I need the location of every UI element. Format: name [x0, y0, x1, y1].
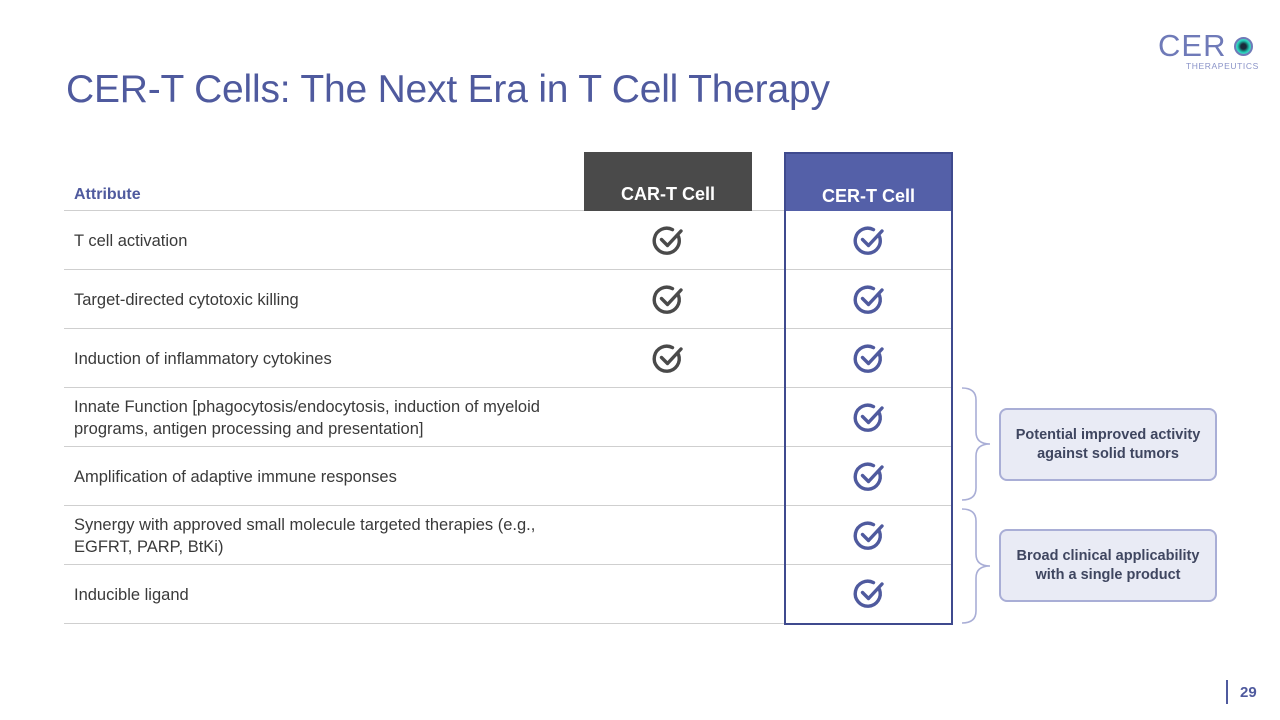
cart-cell	[584, 388, 752, 447]
check-circle-icon	[853, 343, 884, 373]
row-attribute-label: T cell activation	[74, 231, 188, 250]
cart-cell	[584, 447, 752, 506]
logo-subtext: THERAPEUTICS	[1186, 61, 1259, 71]
cert-cell	[784, 388, 953, 447]
check-circle-icon	[652, 284, 683, 314]
comparison-table: Attribute CAR-T Cell CER-T Cell T cell a…	[64, 152, 953, 625]
header-cert-cell: CER-T Cell	[784, 152, 953, 211]
company-logo: CER THERAPEUTICS	[1158, 30, 1258, 72]
row-attribute-label: Induction of inflammatory cytokines	[74, 349, 332, 368]
table-header-row: Attribute CAR-T Cell CER-T Cell	[64, 152, 953, 211]
row-attribute-label: Synergy with approved small molecule tar…	[74, 515, 536, 556]
check-circle-icon	[853, 225, 884, 255]
logo-wordmark: CER	[1158, 28, 1227, 63]
table-row: T cell activation	[64, 211, 953, 270]
cart-cell	[584, 565, 752, 624]
check-circle-icon	[853, 520, 884, 550]
check-circle-icon	[853, 402, 884, 432]
page-number: 29	[1240, 684, 1257, 701]
logo-circle-icon	[1234, 37, 1253, 56]
row-attribute-label: Amplification of adaptive immune respons…	[74, 467, 397, 486]
cart-cell	[584, 506, 752, 565]
row-attribute-label: Innate Function [phagocytosis/endocytosi…	[74, 397, 540, 438]
cert-cell	[784, 447, 953, 506]
cert-cell	[784, 506, 953, 565]
cert-cell	[784, 565, 953, 625]
brace-icon	[961, 387, 991, 501]
table-row: Synergy with approved small molecule tar…	[64, 506, 953, 565]
cart-cell	[584, 211, 752, 270]
page-divider	[1226, 680, 1228, 704]
table-row: Induction of inflammatory cytokines	[64, 329, 953, 388]
cert-cell	[784, 270, 953, 329]
table-row: Inducible ligand	[64, 565, 953, 625]
table-row: Target-directed cytotoxic killing	[64, 270, 953, 329]
row-attribute-label: Inducible ligand	[74, 585, 189, 604]
callout-solid-tumors: Potential improved activity against soli…	[999, 408, 1217, 481]
table-row: Innate Function [phagocytosis/endocytosi…	[64, 388, 953, 447]
check-circle-icon	[853, 461, 884, 491]
check-circle-icon	[853, 579, 884, 608]
check-circle-icon	[652, 225, 683, 255]
check-circle-icon	[652, 343, 683, 373]
cert-cell	[784, 211, 953, 270]
slide-title: CER-T Cells: The Next Era in T Cell Ther…	[66, 68, 830, 111]
header-cart-cell: CAR-T Cell	[584, 152, 752, 211]
cert-cell	[784, 329, 953, 388]
brace-icon	[961, 508, 991, 624]
cart-cell	[584, 329, 752, 388]
callout-clinical-applicability: Broad clinical applicability with a sing…	[999, 529, 1217, 602]
header-attribute: Attribute	[74, 186, 141, 203]
row-attribute-label: Target-directed cytotoxic killing	[74, 290, 299, 309]
table-row: Amplification of adaptive immune respons…	[64, 447, 953, 506]
cart-cell	[584, 270, 752, 329]
check-circle-icon	[853, 284, 884, 314]
